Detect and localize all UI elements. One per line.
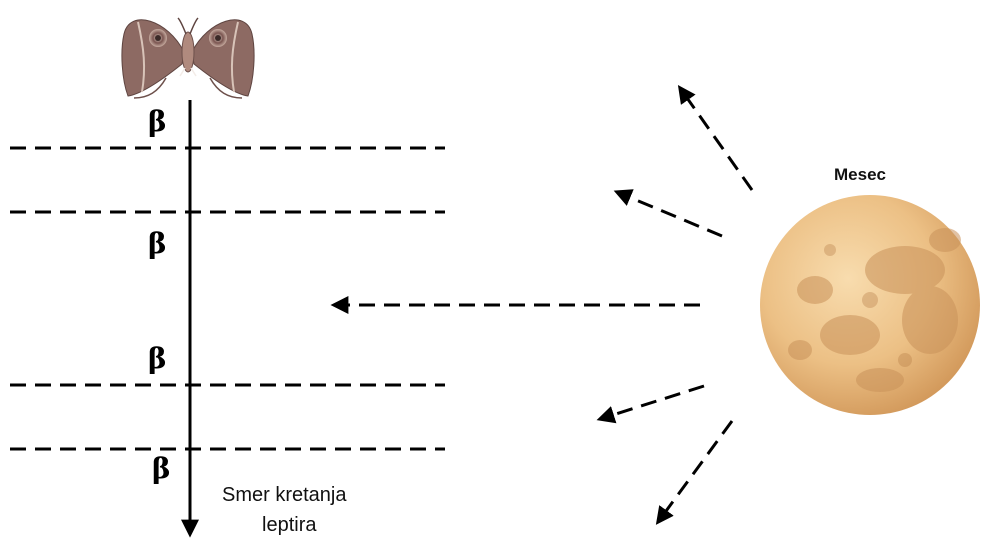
moon-icon: [760, 195, 980, 415]
moon-ray-1: [677, 85, 754, 191]
moon-ray-4: [596, 384, 705, 424]
angle-label-2: β: [148, 227, 167, 260]
parallel-reference-lines: [10, 146, 445, 451]
moon-label: Mesec: [834, 165, 886, 184]
angle-label-3: β: [148, 342, 167, 375]
moonlight-rays: [330, 85, 754, 525]
moth-icon: [121, 17, 255, 99]
moon-ray-2: [613, 189, 723, 238]
direction-label-line2: leptira: [262, 514, 317, 536]
moon-ray-5: [655, 420, 734, 525]
angle-label-4: β: [152, 452, 171, 485]
direction-label-line1: Smer kretanja: [222, 484, 347, 506]
angle-label-1: β: [148, 105, 167, 138]
